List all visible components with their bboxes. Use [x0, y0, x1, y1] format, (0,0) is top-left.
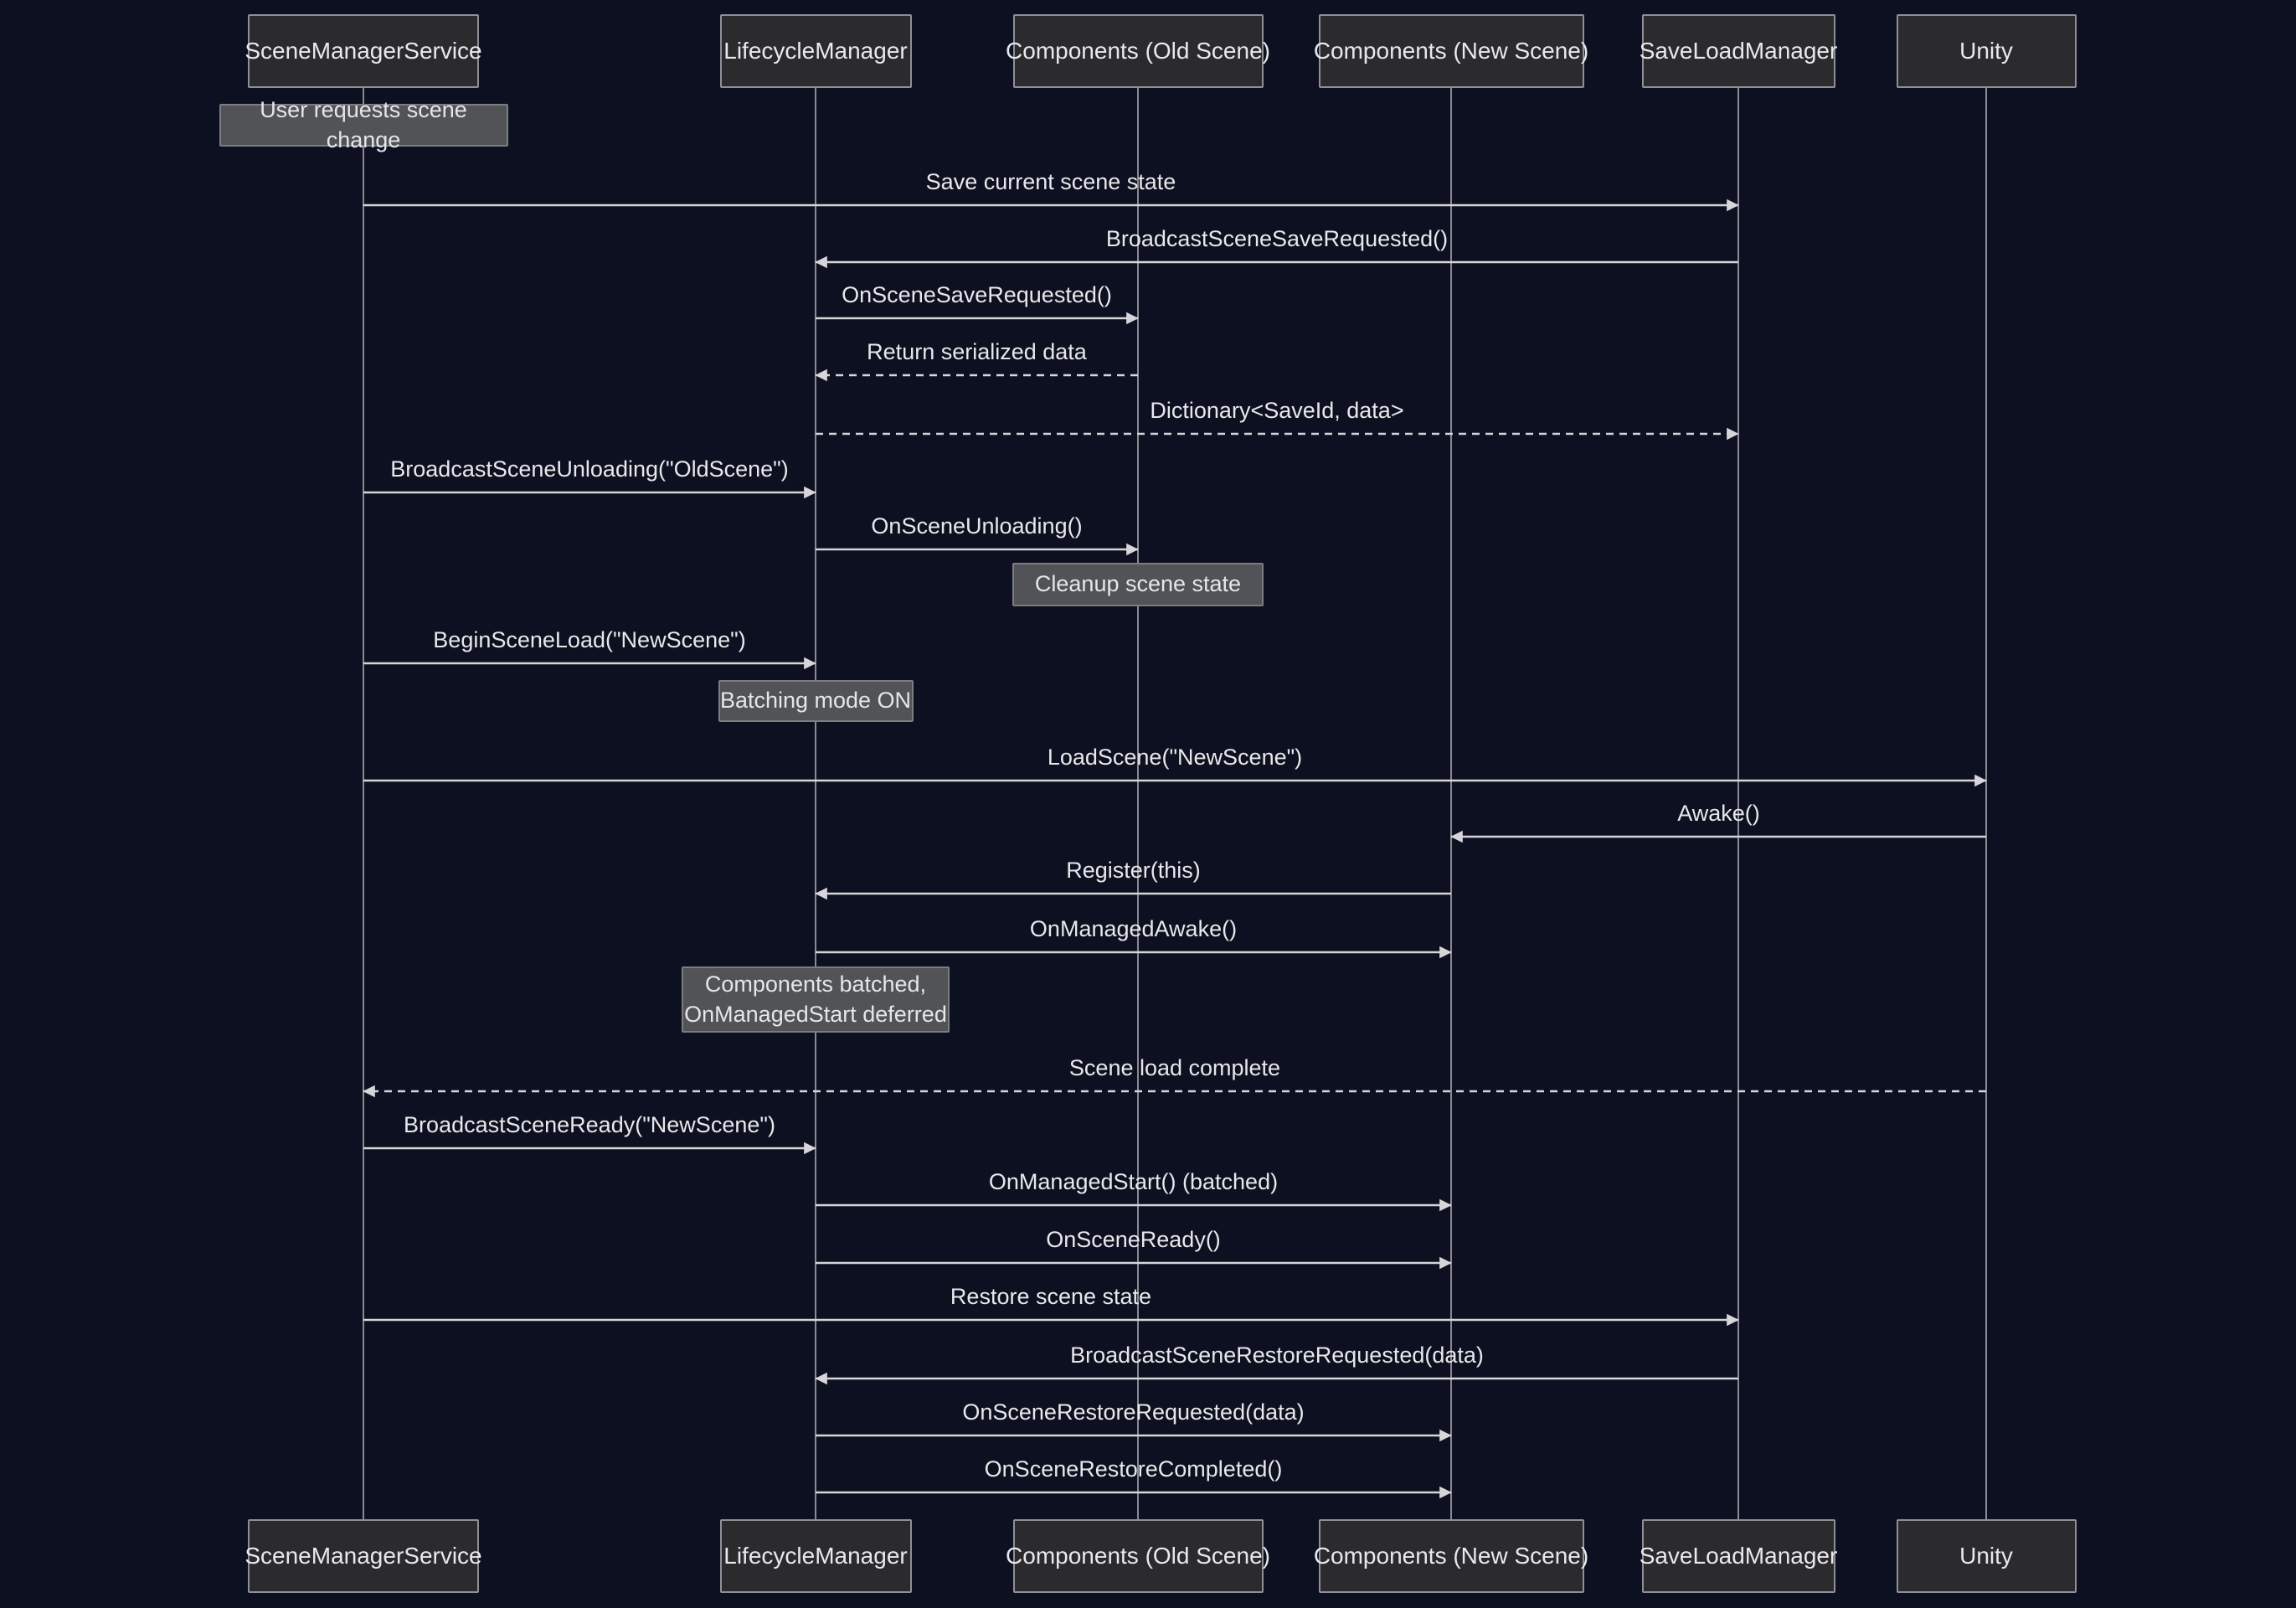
message-label-19: OnSceneRestoreCompleted() [984, 1456, 1283, 1482]
message-label-6: OnSceneUnloading() [871, 513, 1083, 539]
actor-lcm-top: LifecycleManager [719, 14, 912, 88]
actor-sms-top: SceneManagerService [245, 14, 482, 88]
message-label-10: Register(this) [1066, 858, 1201, 883]
message-label-1: BroadcastSceneSaveRequested() [1105, 226, 1449, 251]
note-0: User requests scene change [219, 97, 508, 152]
actor-slm-bottom: SaveLoadManager [1640, 1519, 1837, 1593]
note-3: Components batched, OnManagedStart defer… [682, 966, 950, 1033]
actor-new-bottom: Components (New Scene) [1314, 1519, 1588, 1593]
message-label-3: Return serialized data [867, 339, 1087, 364]
note-2: Batching mode ON [718, 680, 914, 722]
actor-slm-top: SaveLoadManager [1640, 14, 1837, 88]
actor-lcm-bottom: LifecycleManager [719, 1519, 912, 1593]
lifelines-group [363, 88, 1987, 1519]
note-1: Cleanup scene state [1012, 563, 1264, 606]
message-label-9: Awake() [1677, 801, 1760, 826]
message-label-15: OnSceneReady() [1046, 1227, 1221, 1252]
message-label-13: BroadcastSceneReady("NewScene") [404, 1112, 775, 1137]
actor-old-bottom: Components (Old Scene) [1006, 1519, 1270, 1593]
arrows-group [363, 198, 1987, 1499]
actor-sms-bottom: SceneManagerService [245, 1519, 482, 1593]
message-label-18: OnSceneRestoreRequested(data) [962, 1399, 1305, 1425]
message-label-0: Save current scene state [925, 169, 1176, 194]
message-label-4: Dictionary<SaveId, data> [1150, 398, 1404, 423]
message-label-12: Scene load complete [1068, 1055, 1281, 1080]
message-label-5: BroadcastSceneUnloading("OldScene") [390, 456, 789, 482]
actor-unity-bottom: Unity [1896, 1519, 2077, 1593]
message-label-17: BroadcastSceneRestoreRequested(data) [1070, 1343, 1484, 1368]
actor-old-top: Components (Old Scene) [1006, 14, 1270, 88]
actor-unity-top: Unity [1896, 14, 2077, 88]
message-label-16: Restore scene state [950, 1284, 1152, 1309]
message-label-14: OnManagedStart() (batched) [988, 1169, 1279, 1194]
message-label-2: OnSceneSaveRequested() [842, 282, 1112, 307]
message-label-8: LoadScene("NewScene") [1047, 745, 1303, 770]
actor-new-top: Components (New Scene) [1314, 14, 1588, 88]
message-label-7: BeginSceneLoad("NewScene") [433, 627, 746, 652]
message-label-11: OnManagedAwake() [1029, 916, 1238, 941]
